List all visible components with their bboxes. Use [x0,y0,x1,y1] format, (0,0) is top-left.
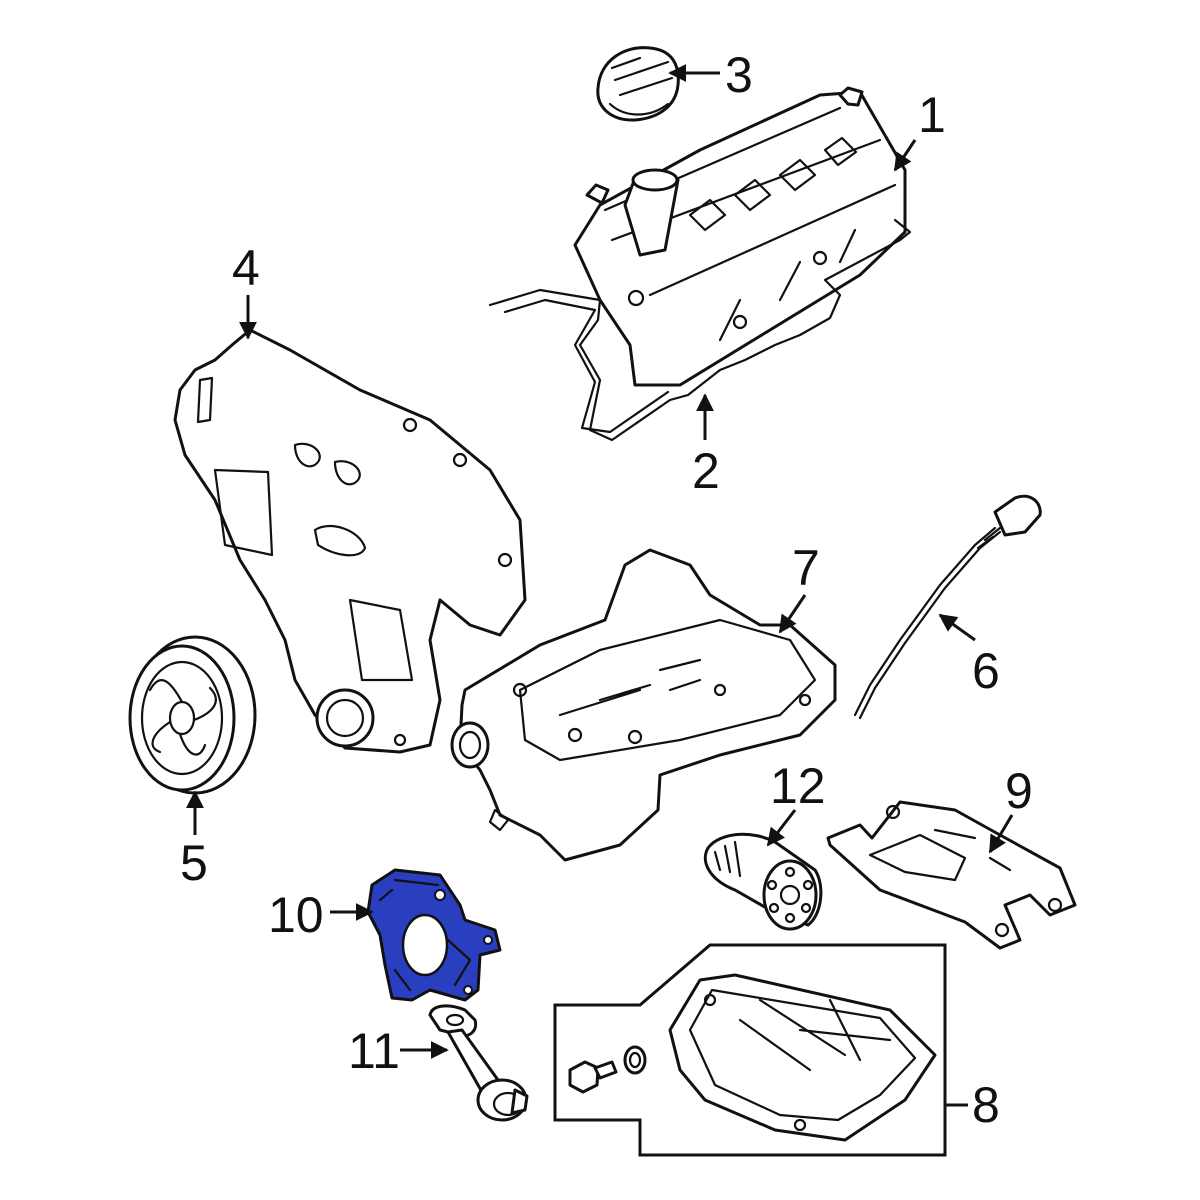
drain-plug[interactable] [568,1060,618,1094]
callout-5[interactable]: 5 [180,835,208,891]
oil-pickup-tube[interactable] [428,1004,529,1122]
callout-1[interactable]: 1 [918,87,946,143]
oil-filter[interactable] [703,832,823,931]
oil-pump[interactable] [366,868,502,1002]
leader-line-6 [938,613,976,642]
drain-plug-washer[interactable] [623,1045,647,1075]
leader-line-7 [778,594,807,634]
crankshaft-pulley[interactable] [128,635,257,795]
callout-12[interactable]: 12 [770,758,826,814]
upper-oil-pan[interactable] [450,548,837,862]
timing-cover[interactable] [173,328,527,754]
callout-7[interactable]: 7 [792,540,820,596]
callout-9[interactable]: 9 [1005,763,1033,819]
oil-dipstick[interactable] [853,494,1042,720]
callout-2[interactable]: 2 [692,443,720,499]
callout-10[interactable]: 10 [268,887,324,943]
leader-line-9 [988,814,1014,854]
callout-8[interactable]: 8 [972,1077,1000,1133]
callout-6[interactable]: 6 [972,643,1000,699]
oil-filler-cap[interactable] [596,46,680,122]
leader-line-12 [766,809,797,847]
callout-4[interactable]: 4 [232,240,260,296]
lower-oil-pan-group [553,943,947,1157]
oil-pan-baffle[interactable] [826,800,1077,950]
valve-cover-gasket[interactable] [488,218,912,442]
leader-line-1 [893,139,917,172]
lower-oil-pan[interactable] [668,973,937,1142]
callout-11[interactable]: 11 [348,1023,400,1079]
part-group-frame [553,943,947,1157]
valve-cover[interactable] [573,86,907,387]
callout-3[interactable]: 3 [725,47,753,103]
